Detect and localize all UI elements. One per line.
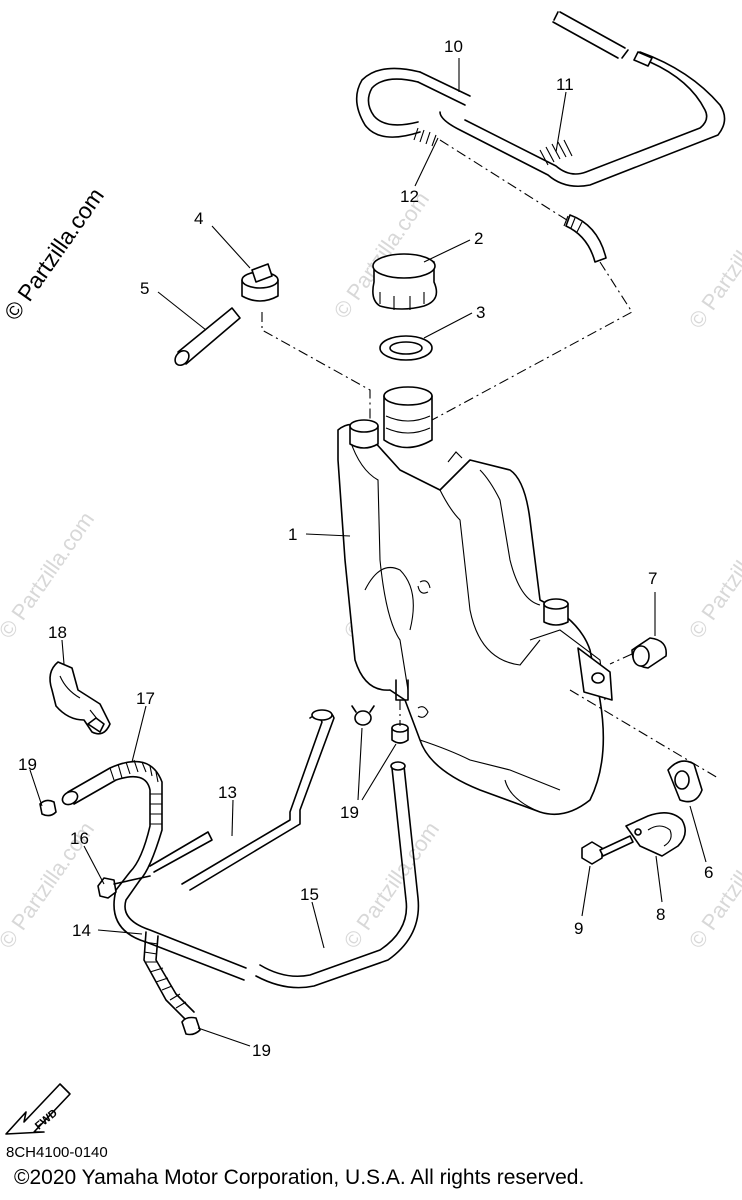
watermark-main: © Partzilla.com: [0, 183, 109, 325]
diagram-code: 8CH4100-0140: [6, 1144, 108, 1161]
callout-2: 2: [474, 229, 483, 248]
part-8-clamp: [625, 812, 686, 857]
part-6-grommet: [569, 689, 719, 803]
callout-12: 12: [400, 187, 419, 206]
watermark-faint: © Partzilla.com: [684, 197, 742, 333]
part-18-holder: [49, 661, 111, 735]
callout-17: 17: [136, 689, 155, 708]
callout-9: 9: [574, 919, 583, 938]
part-2-tank-cap: [372, 253, 438, 310]
part-9-bolt: [581, 835, 634, 865]
callout-5: 5: [140, 279, 149, 298]
callout-3: 3: [476, 303, 485, 322]
callout-1: 1: [288, 525, 297, 544]
callout-16: 16: [70, 829, 89, 848]
fwd-arrow: FWD: [5, 1083, 71, 1135]
callout-15: 15: [300, 885, 319, 904]
callout-8: 8: [656, 905, 665, 924]
callout-4: 4: [194, 209, 203, 228]
copyright-notice: ©2020 Yamaha Motor Corporation, U.S.A. A…: [14, 1166, 585, 1189]
leader-lines: [29, 58, 707, 1047]
callout-19: 19: [252, 1041, 271, 1060]
callout-13: 13: [218, 783, 237, 802]
callout-19: 19: [340, 803, 359, 822]
part-12-breather-hose: [431, 139, 633, 421]
watermark-faint: © Partzilla.com: [339, 817, 445, 953]
callout-11: 11: [556, 75, 574, 94]
callout-18: 18: [48, 623, 67, 642]
part-14-corrugated-hose: [143, 931, 195, 1021]
part-17-corrugated-hose: [61, 759, 247, 981]
part-3-gasket: [379, 335, 433, 361]
callout-7: 7: [648, 569, 657, 588]
part-19-clamps-left: [39, 799, 201, 1036]
part-16-fitting: [97, 875, 151, 899]
part-19-clamps-center: [351, 700, 409, 744]
part-7-grommet: [609, 637, 667, 669]
part-15-hose: [255, 761, 420, 989]
callout-6: 6: [704, 863, 713, 882]
callout-14: 14: [72, 921, 91, 940]
callout-19: 19: [18, 755, 37, 774]
part-1-reservoir-tank: [337, 386, 613, 816]
watermark-faint: © Partzilla.com: [684, 817, 742, 953]
callout-labels: 1 2 3 4 5 6 7 8 9 10 11 12 13 14 15 16 1…: [18, 37, 713, 1060]
callout-10: 10: [444, 37, 463, 56]
part-4-small-cap: [241, 263, 371, 420]
watermark-faint: © Partzilla.com: [684, 507, 742, 643]
part-13-hose: [149, 709, 335, 891]
part-5-pipe: [174, 307, 241, 367]
part-10-overflow-hose: [355, 11, 726, 188]
